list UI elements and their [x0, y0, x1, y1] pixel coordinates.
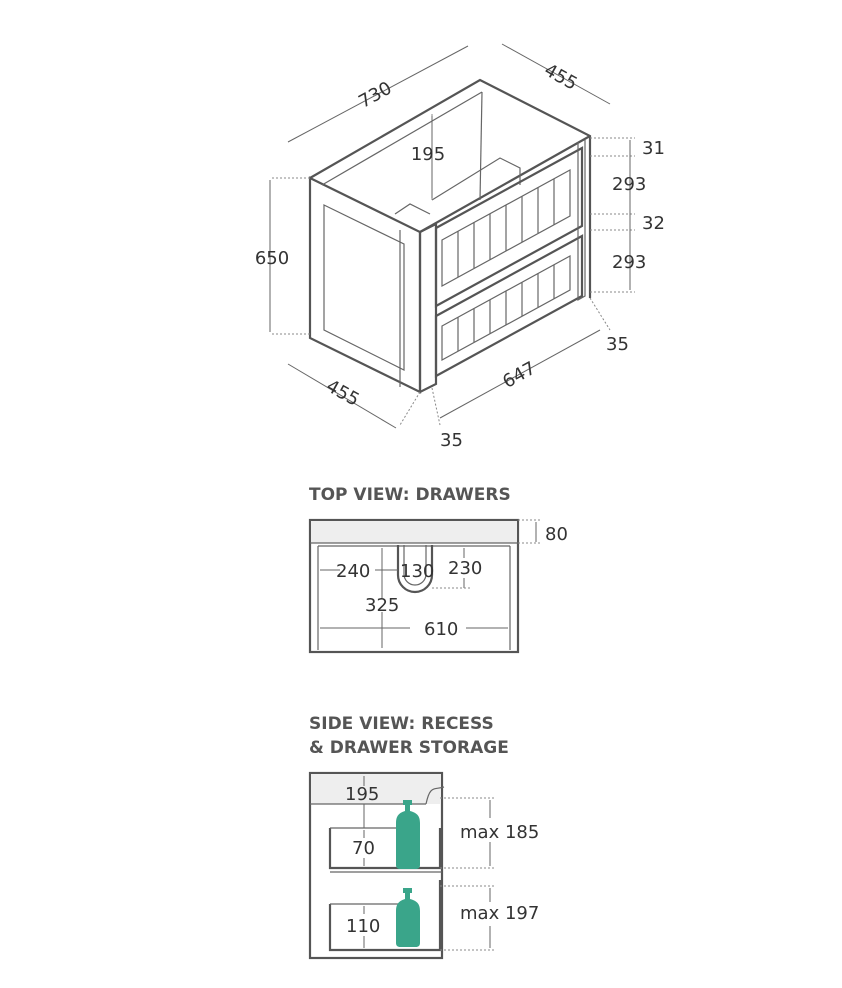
dim-width-610: 610 [424, 619, 458, 640]
dim-top-rail: 31 [642, 138, 665, 159]
dim-side-drawer-2: 110 [346, 916, 380, 937]
dim-drawer-2: 293 [612, 252, 646, 273]
left-side-inset [323, 204, 405, 371]
side-view-outline [308, 771, 444, 960]
carcass-top-outline [309, 78, 592, 298]
bottle-icon [396, 888, 420, 947]
top-view-heading: TOP VIEW: DRAWERS [309, 485, 511, 505]
drawer-2-slats [441, 254, 571, 362]
side-drawer-1 [328, 828, 442, 870]
top-view: TOP VIEW: DRAWERS 80 240 130 230 325 [308, 485, 568, 654]
side-drawer-2 [328, 880, 442, 952]
dim-cutout-depth: 230 [448, 558, 482, 579]
top-view-outline [308, 518, 520, 654]
dim-side-drawer-1: 70 [352, 838, 375, 859]
dim-cutout: 130 [400, 561, 434, 582]
drawer-front-1 [434, 146, 584, 308]
dim-inner-width: 647 [499, 358, 539, 393]
dim-height: 650 [255, 248, 289, 269]
dim-max-2: max 197 [460, 903, 539, 924]
dim-depth: 325 [365, 595, 399, 616]
bottle-icon [396, 800, 420, 869]
dim-mid-rail: 32 [642, 213, 665, 234]
dim-depth-top: 455 [541, 60, 581, 95]
front-stile [418, 222, 438, 394]
side-view-heading-2: & DRAWER STORAGE [309, 738, 509, 758]
dim-side-recess: 195 [345, 784, 379, 805]
dim-recess: 195 [411, 144, 445, 165]
dim-drawer-1: 293 [612, 174, 646, 195]
dim-side-left: 35 [440, 430, 463, 451]
dim-depth-bottom: 455 [323, 376, 363, 411]
drawer-1-slats [441, 168, 571, 288]
drawer-front-2 [434, 234, 584, 378]
isometric-view: 730 455 195 650 31 293 32 293 35 647 455… [255, 43, 665, 451]
side-view-heading-1: SIDE VIEW: RECESS [309, 714, 494, 734]
dim-back: 80 [545, 524, 568, 545]
sink-cutout [396, 545, 434, 594]
dim-max-1: max 185 [460, 822, 539, 843]
dim-left: 240 [336, 561, 370, 582]
dim-side-right: 35 [606, 334, 629, 355]
dim-width: 730 [355, 78, 395, 113]
side-view: SIDE VIEW: RECESS & DRAWER STORAGE [308, 714, 539, 960]
